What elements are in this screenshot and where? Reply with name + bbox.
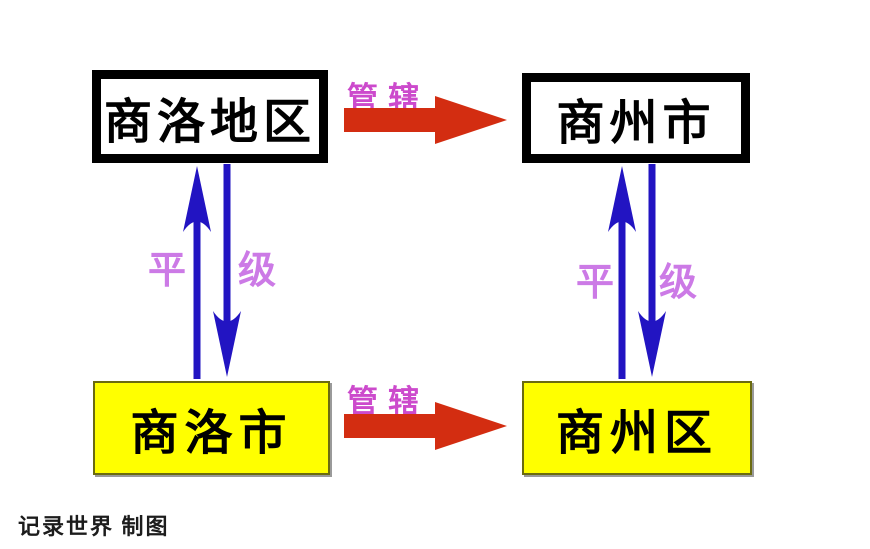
node-shangluo-region: 商洛地区: [92, 70, 328, 163]
peer-double-arrow-right: [608, 164, 666, 379]
node-shangluo-city-label: 商洛市: [130, 407, 293, 460]
node-shangluo-region-label: 商洛地区: [103, 95, 316, 149]
manage-relation-label-bottom: 管辖: [347, 384, 429, 419]
right-block-arrow-icon: [344, 96, 507, 144]
node-shangzhou-district-label: 商州区: [555, 407, 718, 460]
node-shangzhou-city-label: 商州市: [556, 97, 716, 150]
peer-relation-label-left-char1: 平: [148, 250, 187, 292]
right-block-arrow-icon: [344, 402, 507, 450]
watermark-credit: 记录世界 制图: [18, 514, 170, 539]
peer-double-arrow-left: [183, 164, 241, 379]
node-shangzhou-city: 商州市: [522, 73, 750, 163]
peer-relation-label-right-char1: 平: [576, 262, 615, 304]
down-arrow-icon: [213, 164, 241, 377]
up-arrow-icon: [183, 166, 211, 379]
node-shangluo-city: 商洛市: [93, 381, 330, 475]
node-shangzhou-district: 商州区: [522, 381, 752, 475]
peer-relation-label-left-char2: 级: [238, 250, 277, 292]
up-arrow-icon: [608, 166, 636, 379]
down-arrow-icon: [638, 164, 666, 377]
peer-relation-label-right-char2: 级: [659, 262, 698, 304]
